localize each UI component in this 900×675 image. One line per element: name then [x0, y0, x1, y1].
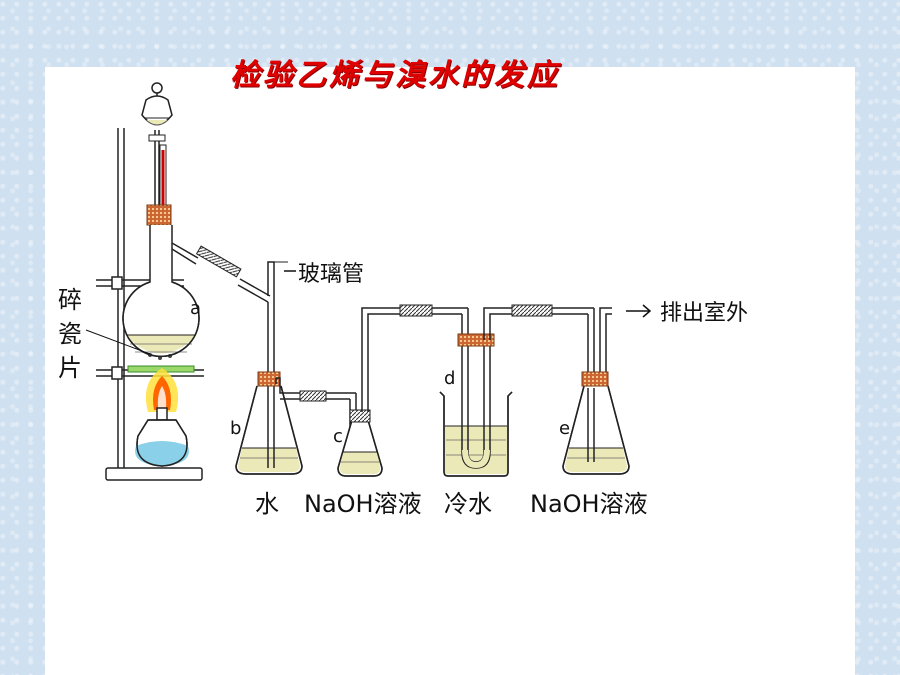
label-a: a: [190, 298, 201, 319]
alcohol-lamp: [135, 407, 189, 467]
flask-stopper: [146, 204, 172, 226]
conical-flask-b: [235, 385, 303, 475]
exhaust-tube: [587, 307, 612, 462]
conical-flask-c: [337, 419, 383, 477]
delivery-side-arm: [171, 242, 271, 303]
exhaust-arrow: [626, 304, 652, 318]
label-cold-water: 冷水: [444, 490, 492, 518]
label-exhaust: 排出室外: [660, 301, 748, 326]
label-d: d: [444, 368, 455, 389]
rubber-tube-3: [399, 304, 433, 317]
stopper-d: [457, 333, 495, 347]
label-water: 水: [255, 490, 279, 518]
label-glass-tube: 玻璃管: [298, 262, 364, 287]
label-porcelain-3: 片: [58, 354, 82, 382]
porcelain-pointer: [85, 329, 151, 355]
label-naoh-2: NaOH溶液: [530, 490, 648, 518]
label-porcelain-2: 瓷: [58, 320, 82, 348]
label-e: e: [559, 418, 570, 439]
conical-flask-e: [562, 385, 630, 475]
u-tube-d: [461, 340, 491, 469]
round-bottom-flask-a: [122, 225, 200, 360]
flame: [145, 368, 179, 412]
stopper-e: [581, 371, 609, 387]
rubber-tube-2: [299, 390, 327, 402]
dropping-funnel: [141, 82, 173, 250]
label-naoh-1: NaOH溶液: [304, 490, 422, 518]
label-c: c: [333, 426, 343, 447]
label-porcelain-1: 碎: [58, 286, 82, 314]
stopper-c: [349, 409, 371, 423]
label-b: b: [230, 418, 241, 439]
rubber-tube-1: [195, 245, 242, 278]
beaker-cold-water: [439, 391, 513, 477]
rubber-tube-4: [511, 304, 553, 317]
page-title: 检验乙烯与溴水的发应: [230, 58, 560, 93]
tube-c-to-d: [361, 307, 469, 412]
